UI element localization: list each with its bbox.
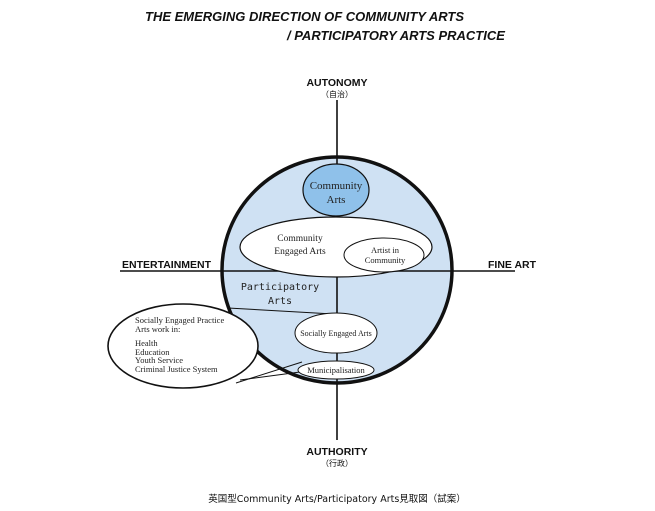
callout-line: Criminal Justice System <box>135 364 218 374</box>
axis-sub-autonomy: （自治） <box>321 89 353 99</box>
socially-engaged-arts-node <box>294 312 378 354</box>
community-engaged-arts-label-1: Community <box>277 234 323 244</box>
callout-node <box>107 303 259 389</box>
community-engaged-arts-label-2: Engaged Arts <box>274 247 326 257</box>
socially-engaged-arts-label: Socially Engaged Arts <box>300 329 372 338</box>
title-line-1: THE EMERGING DIRECTION OF COMMUNITY ARTS <box>145 9 464 24</box>
callout-line: Arts work in: <box>135 324 180 334</box>
artist-in-community-label-2: Community <box>365 255 406 265</box>
axis-label-autonomy: AUTONOMY <box>306 77 367 89</box>
axis-label-entertainment: ENTERTAINMENT <box>122 259 212 271</box>
callout-line: Education <box>135 347 170 357</box>
municipalisation-node <box>297 360 375 380</box>
participatory-arts-label-1: Participatory <box>241 282 319 293</box>
community-arts-node <box>302 163 370 217</box>
callout-connector-top <box>227 307 334 315</box>
callout-line: Youth Service <box>135 355 183 365</box>
callout-text: Socially Engaged Practice Arts work in: … <box>135 315 224 374</box>
community-arts-label-1: Community <box>310 180 363 192</box>
municipalisation-label: Municipalisation <box>307 365 365 375</box>
axis-label-authority: AUTHORITY <box>306 446 367 458</box>
callout-line: Health <box>135 338 158 348</box>
community-arts-label-2: Arts <box>327 194 346 206</box>
axis-sub-authority: （行政） <box>321 458 353 468</box>
caption: 英国型Community Arts/Participatory Arts見取図（… <box>208 493 466 505</box>
title-line-2: / PARTICIPATORY ARTS PRACTICE <box>286 28 505 43</box>
callout-connector-bottom-2 <box>239 371 301 381</box>
callout-line: Socially Engaged Practice <box>135 315 224 325</box>
axis-label-fine-art: FINE ART <box>488 259 537 271</box>
participatory-arts-label-2: Arts <box>268 296 292 307</box>
artist-in-community-label-1: Artist in <box>371 245 400 255</box>
artist-in-community-node <box>343 237 425 273</box>
